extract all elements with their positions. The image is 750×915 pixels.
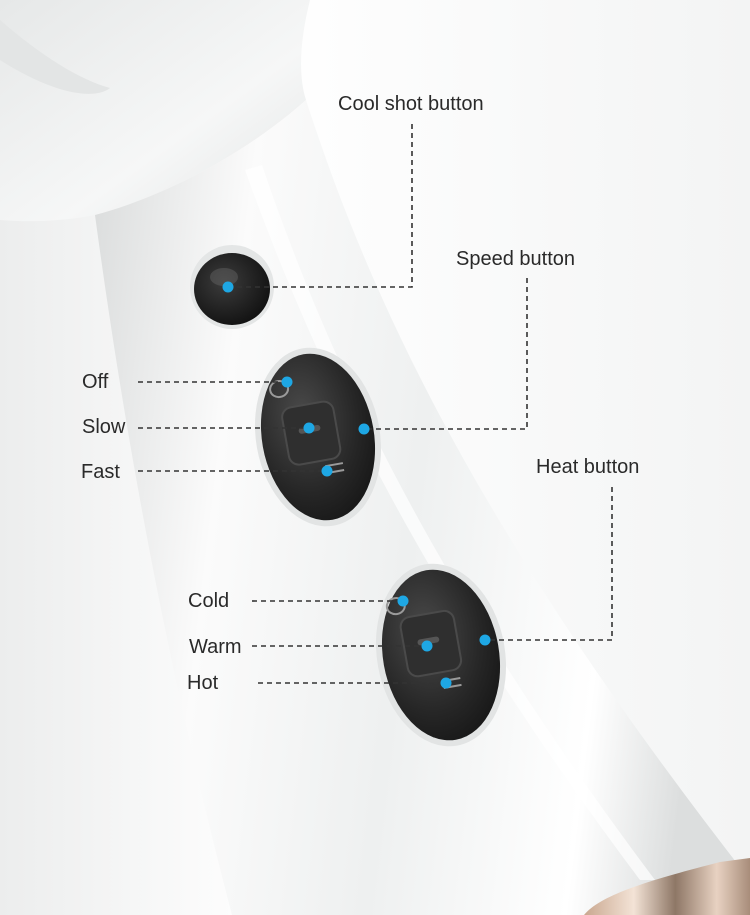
metal-ring [584,858,750,915]
speed-switch [254,347,382,527]
dot-cool-shot [222,281,234,293]
dryer-head [0,0,310,222]
label-fast: Fast [81,461,120,483]
label-hot: Hot [187,672,219,694]
dot-heat [479,634,491,646]
dot-hot [440,677,452,689]
leader-heat [485,487,613,641]
leader-cool-shot [232,124,413,288]
leader-lines [138,124,613,684]
dot-off [281,376,293,388]
dot-speed [358,423,370,435]
label-cool-shot-button: Cool shot button [338,93,484,115]
heat-switch [375,563,507,747]
dot-slow [303,422,315,434]
label-cold: Cold [188,590,230,612]
label-off: Off [82,371,109,393]
label-heat-button: Heat button [536,456,640,478]
dot-warm [421,640,433,652]
handle-highlight [245,165,655,880]
label-speed-button: Speed button [456,248,575,270]
cool-shot-shine [210,268,238,286]
label-warm: Warm [189,636,242,658]
dot-cold [397,595,409,607]
marker-dots [222,281,491,689]
dot-fast [321,465,333,477]
dryer-head-vent [0,20,110,94]
label-slow: Slow [82,416,126,438]
